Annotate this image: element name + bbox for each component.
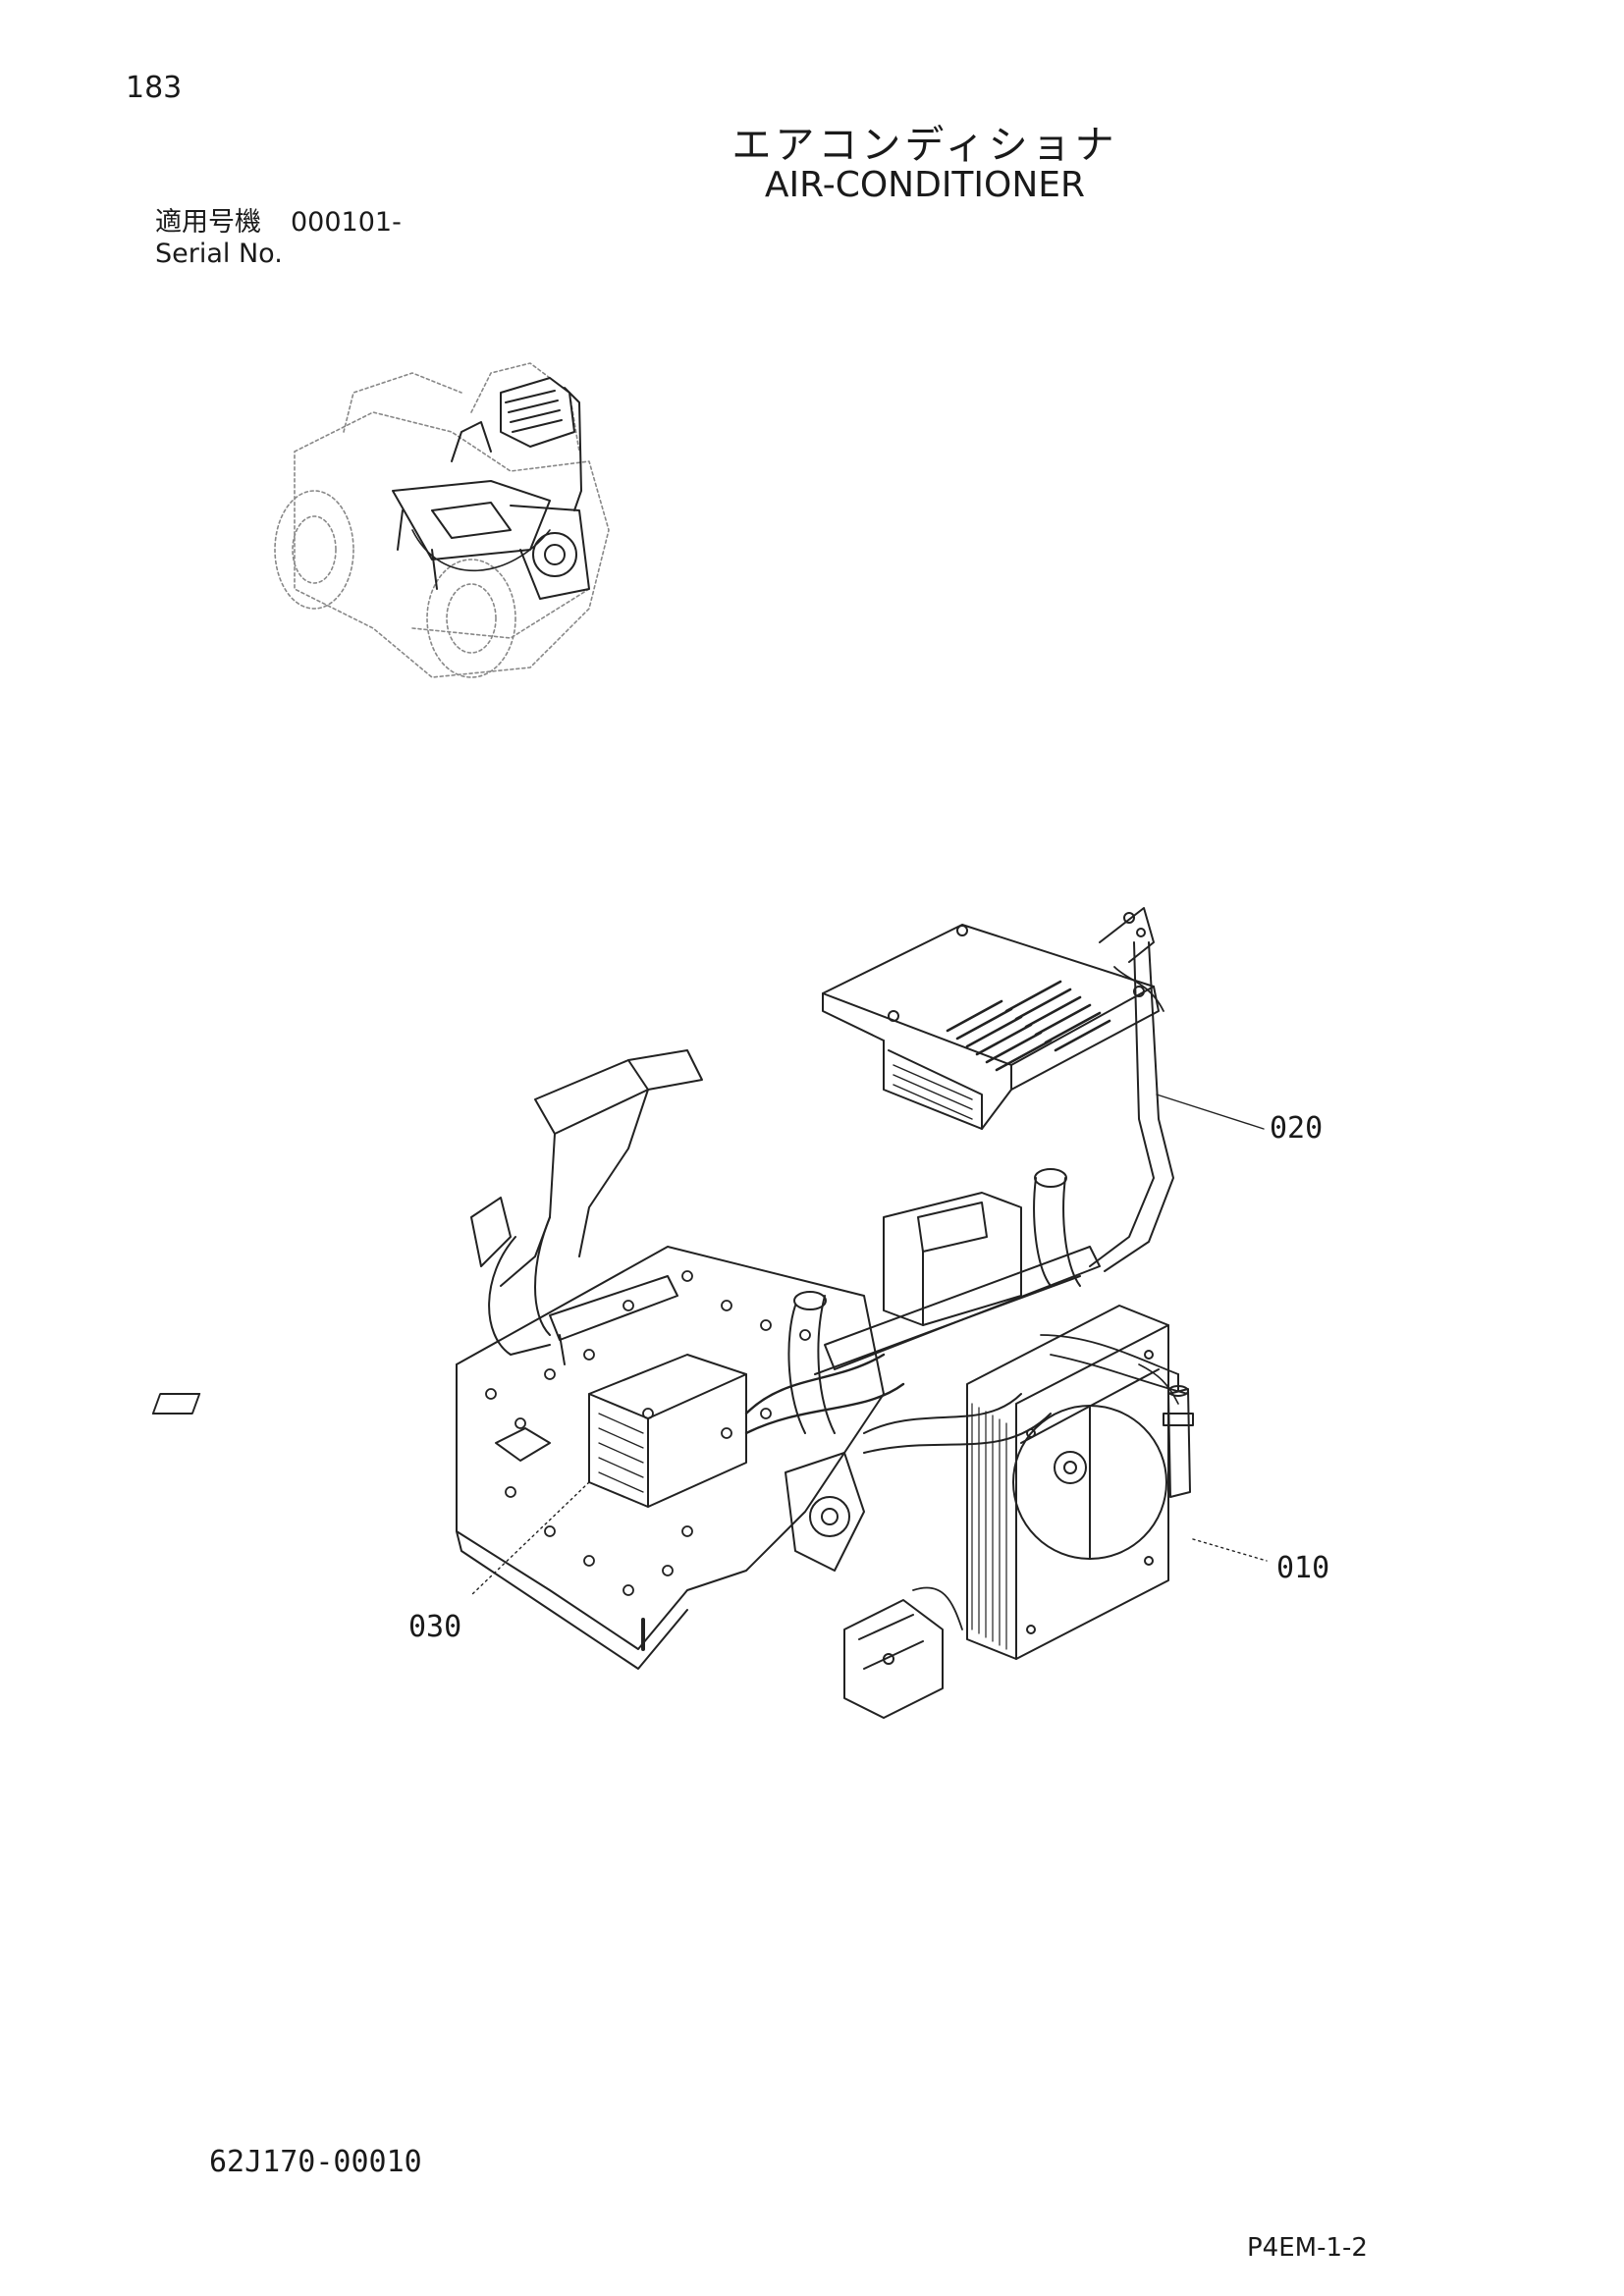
leader-line-030 <box>470 1481 590 1596</box>
callout-030: 030 <box>408 1610 462 1644</box>
serial-number-value: 000101- <box>291 207 402 238</box>
page-title-japanese: エアコンディショナ <box>731 123 1118 168</box>
serial-label-english: Serial No. <box>155 239 283 269</box>
leader-line-020 <box>1156 1094 1265 1130</box>
serial-label-japanese: 適用号機 000101- <box>155 200 402 239</box>
main-assembly-drawing <box>151 907 1194 1719</box>
drawing-number: 62J170-00010 <box>209 2145 422 2179</box>
page-number: 183 <box>126 71 183 105</box>
page-title-english: AIR-CONDITIONER <box>764 165 1086 205</box>
machine-overview-thumbnail <box>274 362 610 678</box>
page-code: P4EM-1-2 <box>1247 2233 1368 2263</box>
serial-label-jp-text: 適用号機 <box>155 207 261 238</box>
callout-020: 020 <box>1270 1111 1324 1146</box>
leader-line-010 <box>1192 1538 1268 1562</box>
callout-leader-lines <box>470 1094 1268 1596</box>
callout-010: 010 <box>1276 1551 1330 1585</box>
